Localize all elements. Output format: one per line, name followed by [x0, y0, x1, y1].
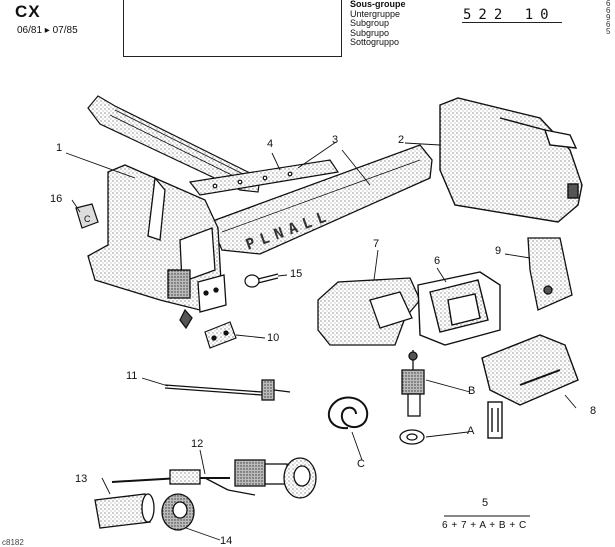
part-4-bracket	[87, 95, 340, 196]
reference-box	[123, 0, 342, 57]
subgroup-label-it: Sottogruppo	[350, 37, 400, 47]
part-13-sleeve	[94, 493, 155, 529]
part-A-washer	[399, 429, 425, 445]
subgroup-label-en: Subgroup	[350, 18, 390, 28]
edge-text: 6 6 9 6 5	[606, 0, 611, 36]
callout-C: C	[357, 458, 365, 470]
clip-lettering: C	[84, 214, 91, 224]
model-label: CX	[15, 2, 41, 21]
callout-15: 15	[290, 268, 303, 280]
kit-formula: 6 + 7 + A + B + C	[442, 520, 527, 531]
part-11-probe	[164, 379, 291, 401]
subgroup-label-de: Untergruppe	[350, 8, 401, 19]
part-12-cable	[111, 457, 317, 499]
part-16-clip: C	[75, 203, 99, 229]
part-10-plate	[204, 321, 237, 349]
part-8-control-box	[481, 334, 579, 439]
callout-10: 10	[267, 332, 280, 344]
leader-lines	[65, 141, 577, 541]
callout-8: 8	[590, 405, 597, 417]
callout-A: A	[467, 425, 475, 437]
part-14-grommet	[161, 493, 195, 531]
part-C-spiral	[327, 396, 369, 430]
part-6-module	[417, 271, 501, 346]
part-1-side-bracket	[87, 164, 227, 330]
callout-14: 14	[220, 535, 233, 547]
subgroup-code: 522 10	[463, 7, 556, 23]
callout-3: 3	[332, 134, 339, 146]
code-underline	[462, 22, 562, 23]
subgroup-labels: Sous-groupe Untergruppe Subgroup Subgrup…	[350, 0, 406, 48]
callout-B: B	[468, 385, 476, 397]
callout-6: 6	[434, 255, 441, 267]
part-2-housing	[439, 97, 583, 223]
subgroup-label-es: Subgrupo	[350, 27, 390, 38]
callout-4: 4	[267, 138, 274, 150]
part-9-cover-plate	[527, 237, 573, 311]
subgroup-label-fr: Sous-groupe	[350, 0, 406, 9]
callout-2: 2	[398, 134, 405, 146]
callout-11: 11	[126, 370, 138, 382]
callout-5: 5	[482, 497, 489, 509]
callout-1: 1	[56, 142, 63, 154]
part-B-sensor	[401, 350, 425, 417]
part-7-boot	[317, 277, 421, 346]
part-15-screw	[244, 273, 279, 288]
date-range: 06/81 ▸ 07/85	[17, 25, 78, 36]
callout-9: 9	[495, 245, 502, 257]
callout-7: 7	[373, 238, 380, 250]
callout-12: 12	[191, 438, 204, 450]
corner-reference: c8182	[2, 538, 24, 547]
callout-16: 16	[50, 193, 63, 205]
callout-13: 13	[75, 473, 88, 485]
